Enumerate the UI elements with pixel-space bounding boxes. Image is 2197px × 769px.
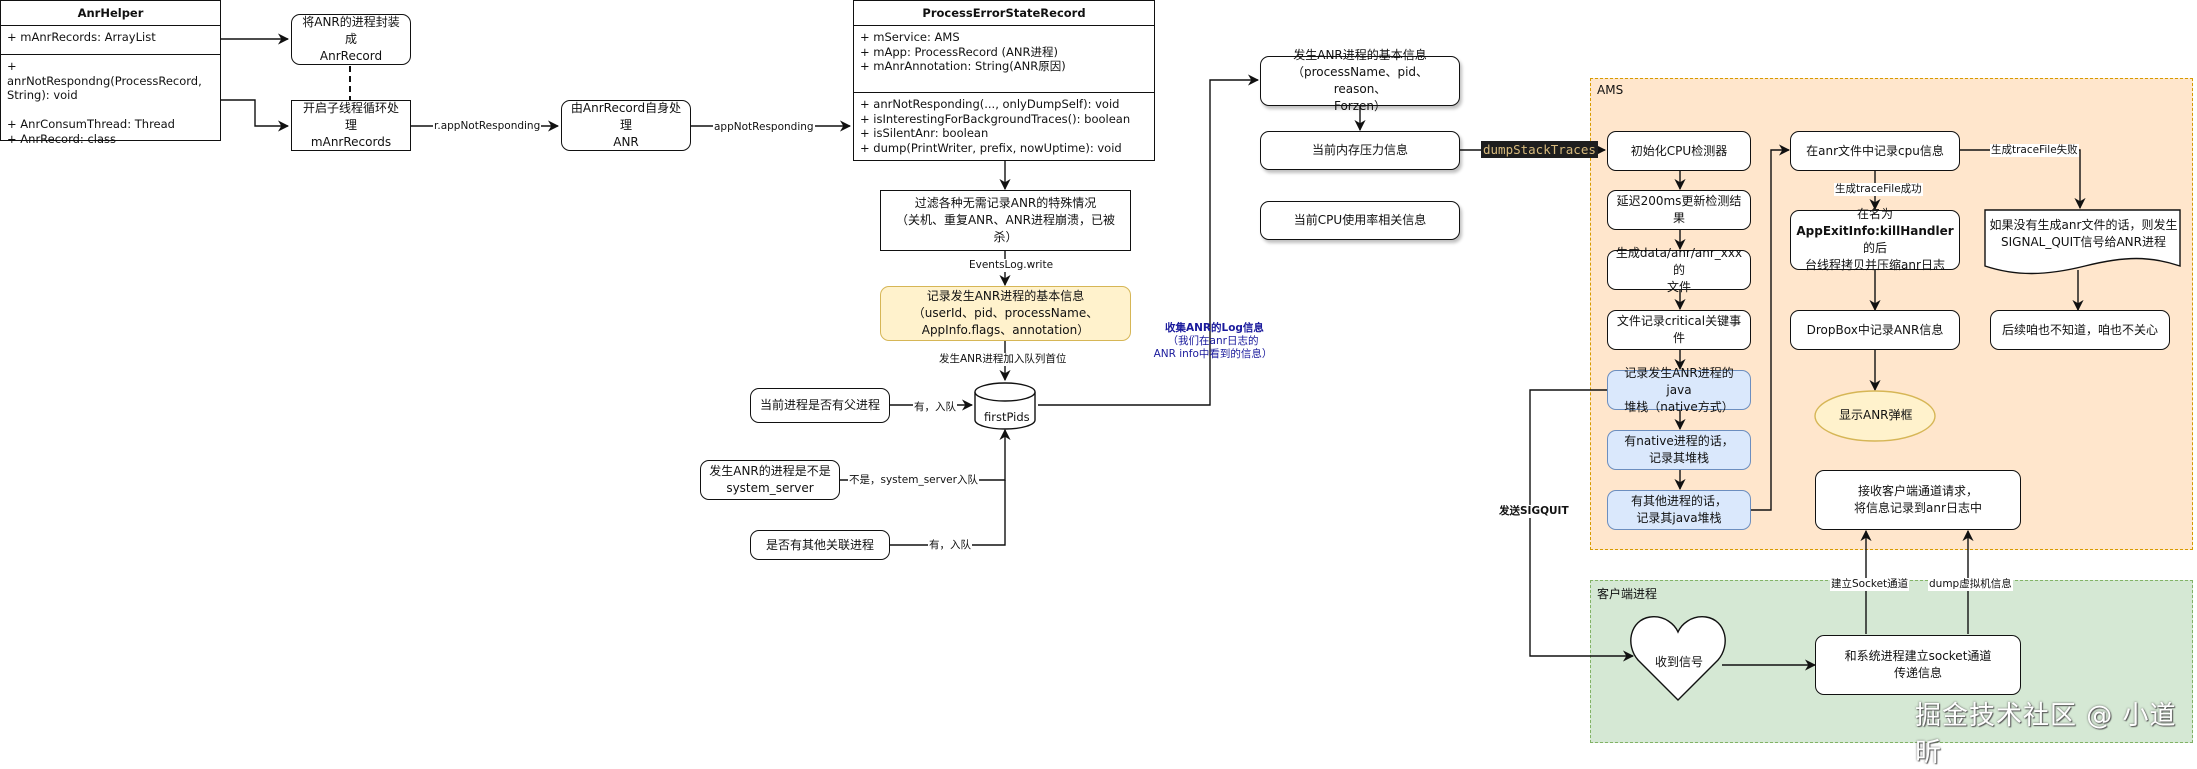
self-handle-node: 由AnrRecord自身处理 ANR	[561, 100, 691, 151]
kill-handler-thread-name: AppExitInfo:killHandler	[1796, 224, 1954, 238]
memory-pressure-node: 当前内存压力信息	[1260, 131, 1460, 170]
is-system-server-node: 发生ANR的进程是不是 system_server	[700, 460, 840, 500]
client-group-title: 客户端进程	[1597, 587, 1658, 601]
record-cpu-node: 在anr文件中记录cpu信息	[1790, 131, 1960, 171]
record-basic-info-node: 记录发生ANR进程的基本信息 （userId、pid、processName、 …	[880, 286, 1131, 341]
edge-label-has-enqueue-1: 有，入队	[913, 401, 957, 414]
kill-handler-text: 在名为 AppExitInfo:killHandler 的后 台线程拷贝并压缩anr…	[1796, 206, 1953, 274]
kill-handler-node: 在名为 AppExitInfo:killHandler 的后 台线程拷贝并压缩anr…	[1790, 207, 1960, 272]
connector-lines	[220, 33, 2181, 701]
edge-label-trace-success: 生成traceFile成功	[1834, 183, 1923, 196]
edge-sysserver-to-firstpids	[840, 428, 1011, 481]
wrap-anr-record-node: 将ANR的进程封装成 AnrRecord	[291, 14, 411, 65]
edge-other-to-recordcpu	[1750, 144, 1791, 511]
gen-file-node: 生成data/anr/anr_xxx的 文件	[1607, 246, 1751, 294]
edge-recordcpu-to-signal	[1960, 149, 2086, 210]
kill-handler-prefix: 在名为	[1857, 207, 1894, 221]
edge-label-r-app-not-responding: r.appNotResponding	[433, 120, 542, 133]
edge-label-add-first: 发生ANR进程加入队列首位	[938, 353, 1068, 366]
anr-helper-fields: + mAnrRecords: ArrayList	[7, 30, 156, 44]
basic-info-node: 发生ANR进程的基本信息 （processName、pid、reason、 Fo…	[1260, 48, 1460, 113]
anr-helper-title: AnrHelper	[1, 1, 220, 26]
edge-label-build-socket-channel: 建立Socket通道	[1830, 578, 1910, 591]
edge-label-not-system-server: 不是，system_server入队	[848, 474, 979, 487]
edge-label-dump-stack-traces: dumpStackTraces	[1481, 141, 1598, 158]
edge-label-app-not-responding: appNotResponding	[713, 121, 815, 134]
edge-label-send-sigquit: 发送SIGQUIT	[1498, 505, 1570, 518]
cpu-usage-node: 当前CPU使用率相关信息	[1260, 201, 1460, 240]
edge-related-to-firstpids	[890, 480, 1006, 546]
start-thread-node: 开启子线程循环处理 mAnrRecords	[291, 100, 411, 151]
receive-signal-label: 收到信号	[1655, 655, 1704, 669]
init-cpu-node: 初始化CPU检测器	[1607, 131, 1751, 171]
dropbox-node: DropBox中记录ANR信息	[1790, 310, 1960, 350]
show-dialog-ellipse	[1814, 390, 1936, 442]
ams-group-title: AMS	[1597, 83, 1624, 97]
first-pids-cylinder	[974, 382, 1036, 430]
signal-document-shape	[1984, 209, 2181, 275]
native-stack-node: 有native进程的话， 记录其堆栈	[1607, 430, 1751, 470]
anr-helper-methods: + anrNotRespondng(ProcessRecord, String)…	[1, 54, 220, 150]
process-error-state-record-class: ProcessErrorStateRecord + mService: AMS …	[853, 0, 1155, 161]
first-pids-label: firstPids	[984, 410, 1030, 424]
receive-client-request-node: 接收客户端通道请求， 将信息记录到anr日志中	[1815, 470, 2021, 530]
filter-node: 过滤各种无需记录ANR的特殊情况 （关机、重复ANR、ANR进程崩溃，已被杀）	[880, 190, 1131, 251]
pesr-title: ProcessErrorStateRecord	[854, 1, 1154, 26]
dont-care-node: 后续咱也不知道，咱也不关心	[1990, 310, 2170, 350]
other-related-node: 是否有其他关联进程	[750, 530, 890, 560]
watermark: 掘金技术社区 @ 小道昕	[1915, 701, 2177, 768]
java-stack-node: 记录发生ANR进程的java 堆栈（native方式）	[1607, 366, 1751, 414]
pesr-fields: + mService: AMS + mApp: ProcessRecord (A…	[860, 30, 1066, 73]
anr-helper-class: AnrHelper + mAnrRecords: ArrayList + anr…	[0, 0, 221, 146]
collect-log-title: 收集ANR的Log信息	[1165, 322, 1264, 334]
collect-log-subtitle: （我们在anr日志的 ANR info中看到的信息）	[1153, 335, 1273, 360]
build-socket-node: 和系统进程建立socket通道 传递信息	[1815, 635, 2021, 695]
no-file-signal-text: 如果没有生成anr文件的话，则发生 SIGNAL_QUIT信号给ANR进程	[1989, 218, 2178, 249]
show-dialog-label: 显示ANR弹框	[1839, 408, 1913, 422]
edge-label-has-enqueue-2: 有，入队	[928, 539, 972, 552]
edge-label-trace-fail: 生成traceFile失败	[1990, 144, 2079, 157]
pesr-methods: + anrNotResponding(..., onlyDumpSelf): v…	[854, 92, 1154, 159]
edge-firstpids-to-basicinfo	[1038, 74, 1260, 406]
edge-label-dump-vm-info: dump虚拟机信息	[1928, 578, 2013, 591]
has-parent-node: 当前进程是否有父进程	[750, 388, 890, 423]
kill-handler-suffix: 的后 台线程拷贝并压缩anr日志	[1805, 241, 1945, 272]
critical-events-node: 文件记录critical关键事件	[1607, 310, 1751, 350]
other-java-stack-node: 有其他进程的话， 记录其java堆栈	[1607, 490, 1751, 530]
edge-label-events-log-write: EventsLog.write	[968, 259, 1055, 272]
edge-helper-to-thread	[220, 99, 290, 132]
receive-signal-heart	[1630, 616, 1726, 701]
edge-java-to-heart	[1529, 389, 1635, 662]
delay-200ms-node: 延迟200ms更新检测结果	[1607, 190, 1751, 230]
